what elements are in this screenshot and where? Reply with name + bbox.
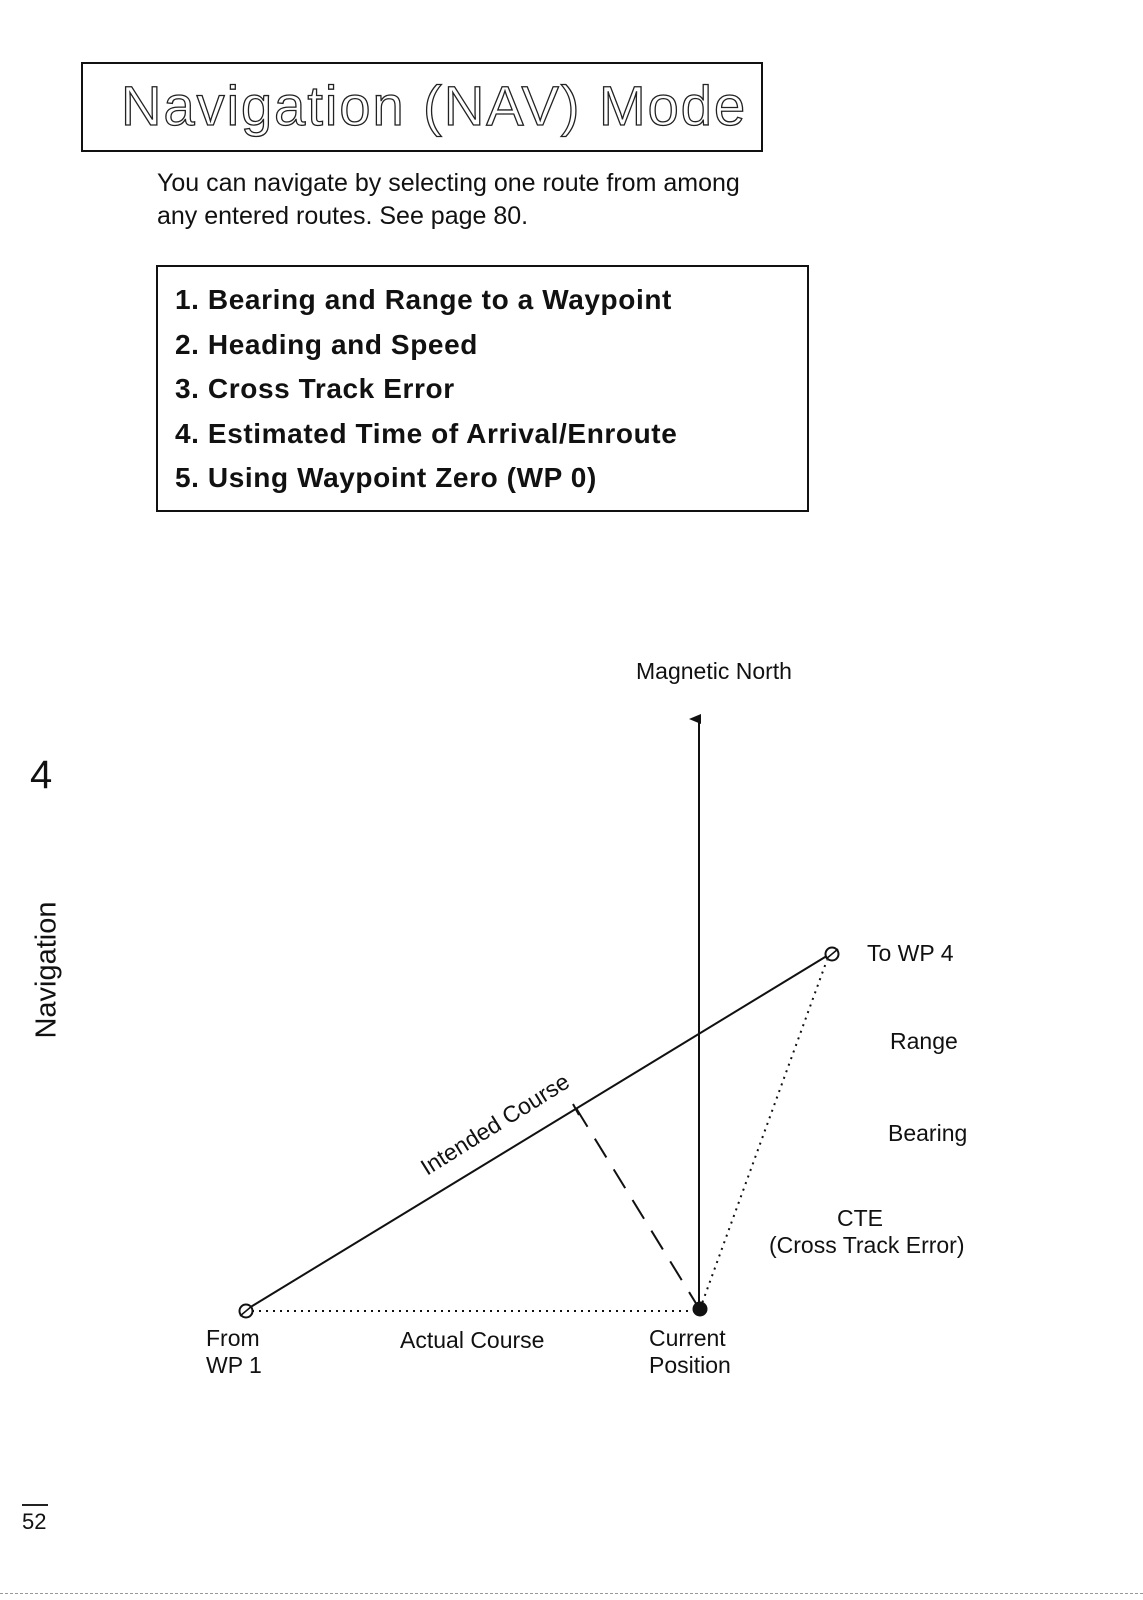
chapter-number: 4 [30, 753, 53, 797]
page-number: 52 [22, 1509, 47, 1534]
current-position-label-line-1: Current [649, 1325, 726, 1351]
intro-paragraph: You can navigate by selecting one route … [157, 167, 817, 233]
title-box: Navigation (NAV) Mode [81, 62, 763, 152]
from-waypoint-tick [239, 1305, 253, 1317]
cross-track-error-line [575, 1107, 698, 1306]
intended-course-line [243, 953, 831, 1312]
current-position-marker [692, 1301, 708, 1317]
cte-full-label: (Cross Track Error) [769, 1232, 965, 1258]
topic-item-4: 4. Estimated Time of Arrival/Enroute [175, 417, 678, 449]
range-line [699, 959, 828, 1310]
magnetic-north-label: Magnetic North [636, 658, 792, 684]
topic-item-2: 2. Heading and Speed [175, 328, 478, 360]
range-label: Range [890, 1028, 958, 1054]
cte-label: CTE [837, 1205, 883, 1231]
page-number-rule [22, 1504, 48, 1506]
from-waypoint-label-line-1: From [206, 1325, 260, 1351]
topic-list: 1. Bearing and Range to a Waypoint 2. He… [156, 265, 809, 512]
current-position-label-line-2: Position [649, 1352, 731, 1378]
topic-item-3: 3. Cross Track Error [175, 373, 455, 404]
perpendicular-tick [572, 1103, 580, 1116]
actual-course-label: Actual Course [400, 1327, 544, 1353]
bearing-label: Bearing [888, 1120, 967, 1146]
page-title: Navigation (NAV) Mode [120, 73, 748, 137]
intro-line-2: any entered routes. See page 80. [157, 202, 529, 230]
topic-item-1: 1. Bearing and Range to a Waypoint [175, 284, 672, 315]
from-waypoint-label-line-2: WP 1 [206, 1352, 262, 1378]
to-waypoint-label: To WP 4 [867, 940, 954, 966]
intro-line-1: You can navigate by selecting one route … [157, 169, 740, 197]
bottom-scan-line [0, 1593, 1143, 1594]
topic-item-5: 5. Using Waypoint Zero (WP 0) [175, 462, 597, 493]
to-waypoint-tick [825, 948, 839, 960]
